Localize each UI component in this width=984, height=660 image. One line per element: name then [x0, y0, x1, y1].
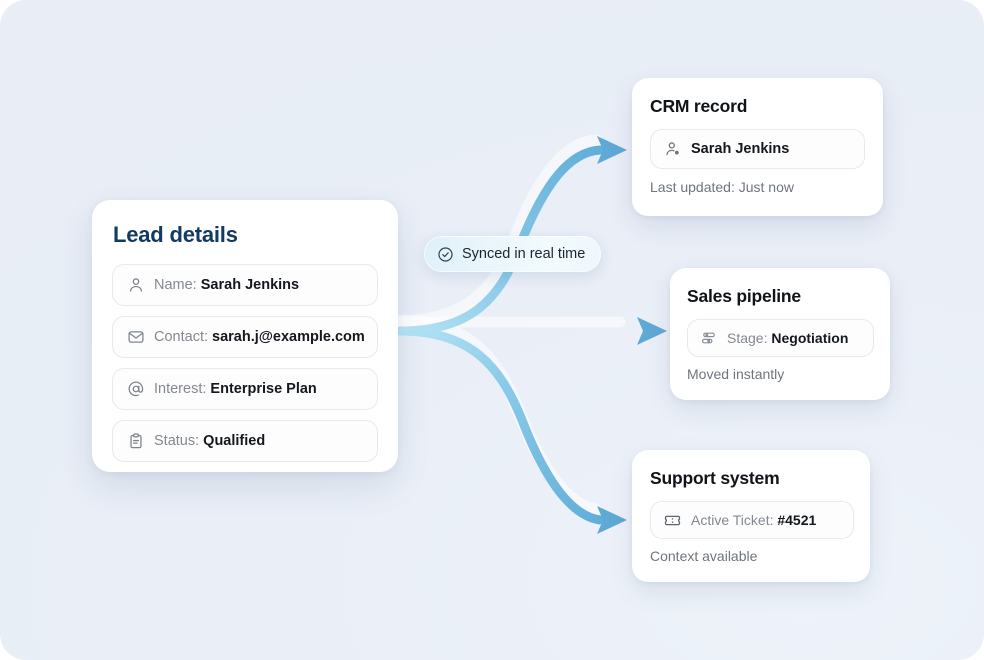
lead-field-status[interactable]: Status: Qualified [112, 420, 378, 462]
support-system-ticket-pill[interactable]: Active Ticket: #4521 [650, 501, 854, 539]
crm-record-title: CRM record [650, 96, 748, 116]
support-system-card: Support system Active Ticket: #4521 Cont… [632, 450, 870, 582]
crm-record-card: CRM record Sarah Jenkins Last updated: J… [632, 78, 883, 216]
lead-field-contact[interactable]: Contact: sarah.j@example.com [112, 316, 378, 358]
lead-details-title: Lead details [113, 222, 238, 247]
sales-pipeline-stage-pill[interactable]: Stage: Negotiation [687, 319, 874, 357]
sales-pipeline-stage-label: Stage: [727, 330, 772, 346]
lead-field-status-value: Qualified [203, 433, 266, 449]
lead-field-status-label: Status: [154, 433, 204, 449]
lead-field-contact-label: Contact: [154, 329, 213, 345]
at-sign-icon [127, 380, 145, 398]
sales-pipeline-title: Sales pipeline [687, 286, 801, 306]
synced-status-badge: Synced in real time [424, 236, 602, 272]
lead-field-interest[interactable]: Interest: Enterprise Plan [112, 368, 378, 410]
synced-status-label: Synced in real time [462, 246, 586, 262]
support-system-ticket-value: #4521 [777, 512, 817, 528]
lead-field-interest-label: Interest: [154, 381, 211, 397]
sales-pipeline-card: Sales pipeline Stage: Negotiation Moved … [670, 268, 890, 400]
lead-field-name-label: Name: [154, 277, 201, 293]
lead-details-card: Lead details Name: Sarah Jenkins Contact [92, 200, 398, 472]
lead-field-contact-value: sarah.j@example.com [212, 329, 365, 345]
support-system-ticket-label: Active Ticket: [691, 512, 778, 528]
sales-pipeline-stage-value: Negotiation [771, 330, 849, 346]
ticket-icon [663, 511, 682, 530]
crm-record-contact-value: Sarah Jenkins [691, 141, 790, 157]
user-badge-icon [664, 140, 682, 158]
arrow-to-crm [395, 136, 627, 336]
user-icon [127, 276, 145, 294]
check-circle-icon [437, 246, 454, 263]
arrow-to-pipeline [396, 317, 667, 345]
lead-field-interest-value: Enterprise Plan [210, 381, 317, 397]
support-system-title: Support system [650, 468, 780, 488]
arrow-to-support [395, 326, 627, 534]
lead-field-name[interactable]: Name: Sarah Jenkins [112, 264, 378, 306]
support-system-footer: Context available [650, 548, 758, 564]
mail-icon [127, 328, 145, 346]
crm-record-contact-pill[interactable]: Sarah Jenkins [650, 129, 865, 169]
clipboard-icon [127, 432, 145, 450]
crm-record-footer: Last updated: Just now [650, 179, 794, 195]
sales-pipeline-footer: Moved instantly [687, 366, 785, 382]
lead-field-name-value: Sarah Jenkins [200, 277, 300, 293]
sliders-icon [700, 329, 718, 347]
